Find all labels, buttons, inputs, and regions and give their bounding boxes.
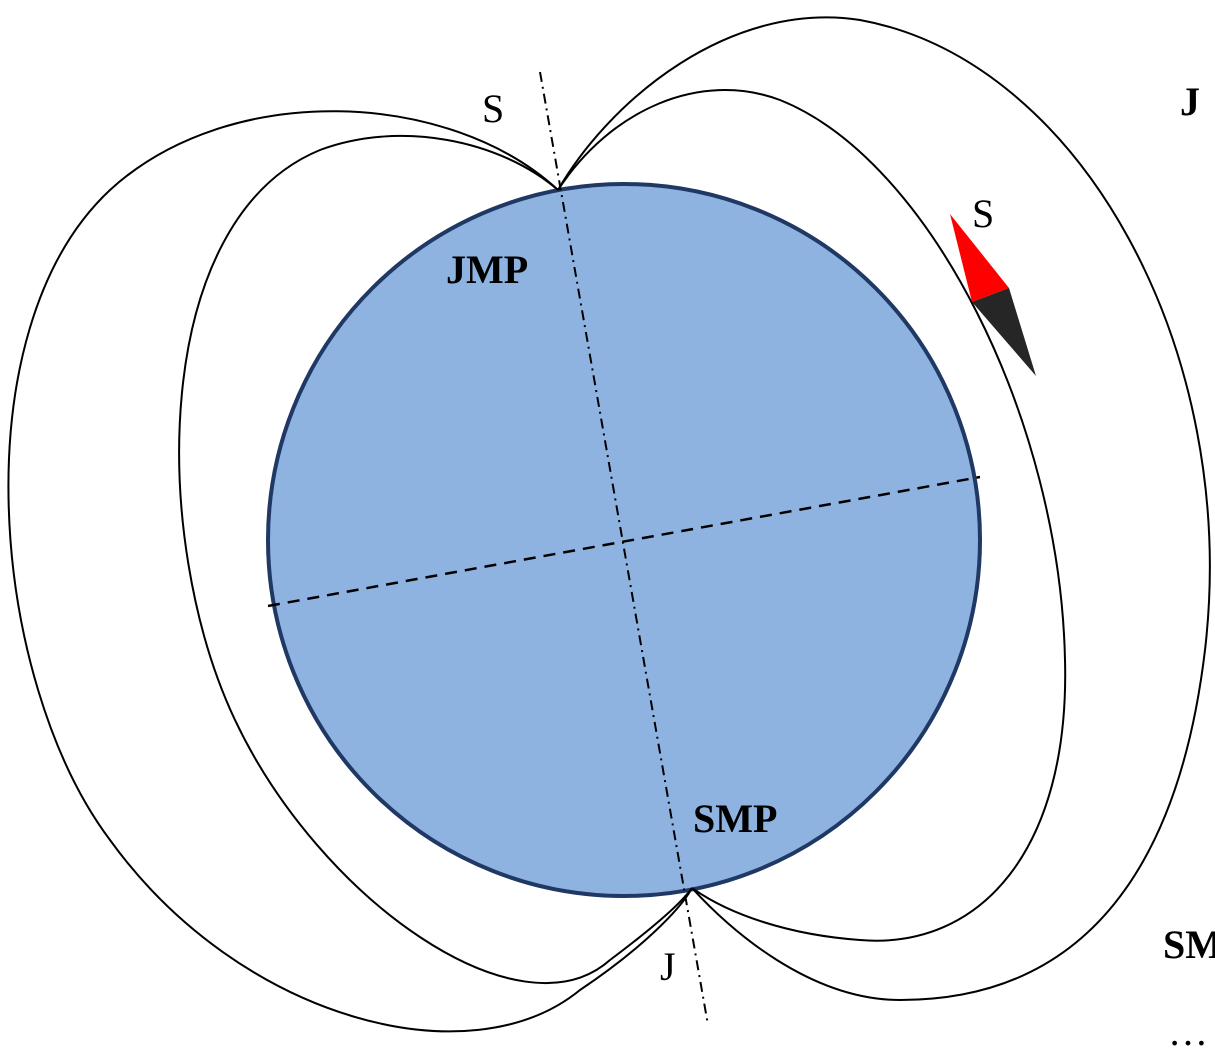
label-s-compass: S: [972, 191, 994, 236]
label-ellipsis: …: [1168, 1009, 1208, 1053]
compass-needle-south: [972, 288, 1036, 376]
compass-needle-north: [950, 214, 1009, 302]
label-s-top-left: S: [482, 86, 504, 131]
field-line-outer-right: [557, 16, 1211, 1002]
earth-circle: [266, 182, 982, 898]
field-line-inner-left: [178, 134, 693, 984]
label-right-edge-top: J: [1180, 79, 1200, 124]
label-j-bottom: J: [660, 944, 676, 989]
magnetic-axis-line: [539, 71, 709, 1026]
magnetic-equator-line: [267, 475, 981, 608]
field-line-outer-left: [7, 110, 693, 1033]
label-right-edge-bottom: SM: [1163, 922, 1215, 967]
label-jmp: JMP: [446, 247, 528, 292]
field-line-inner-right: [557, 89, 1067, 942]
label-smp: SMP: [693, 796, 777, 841]
